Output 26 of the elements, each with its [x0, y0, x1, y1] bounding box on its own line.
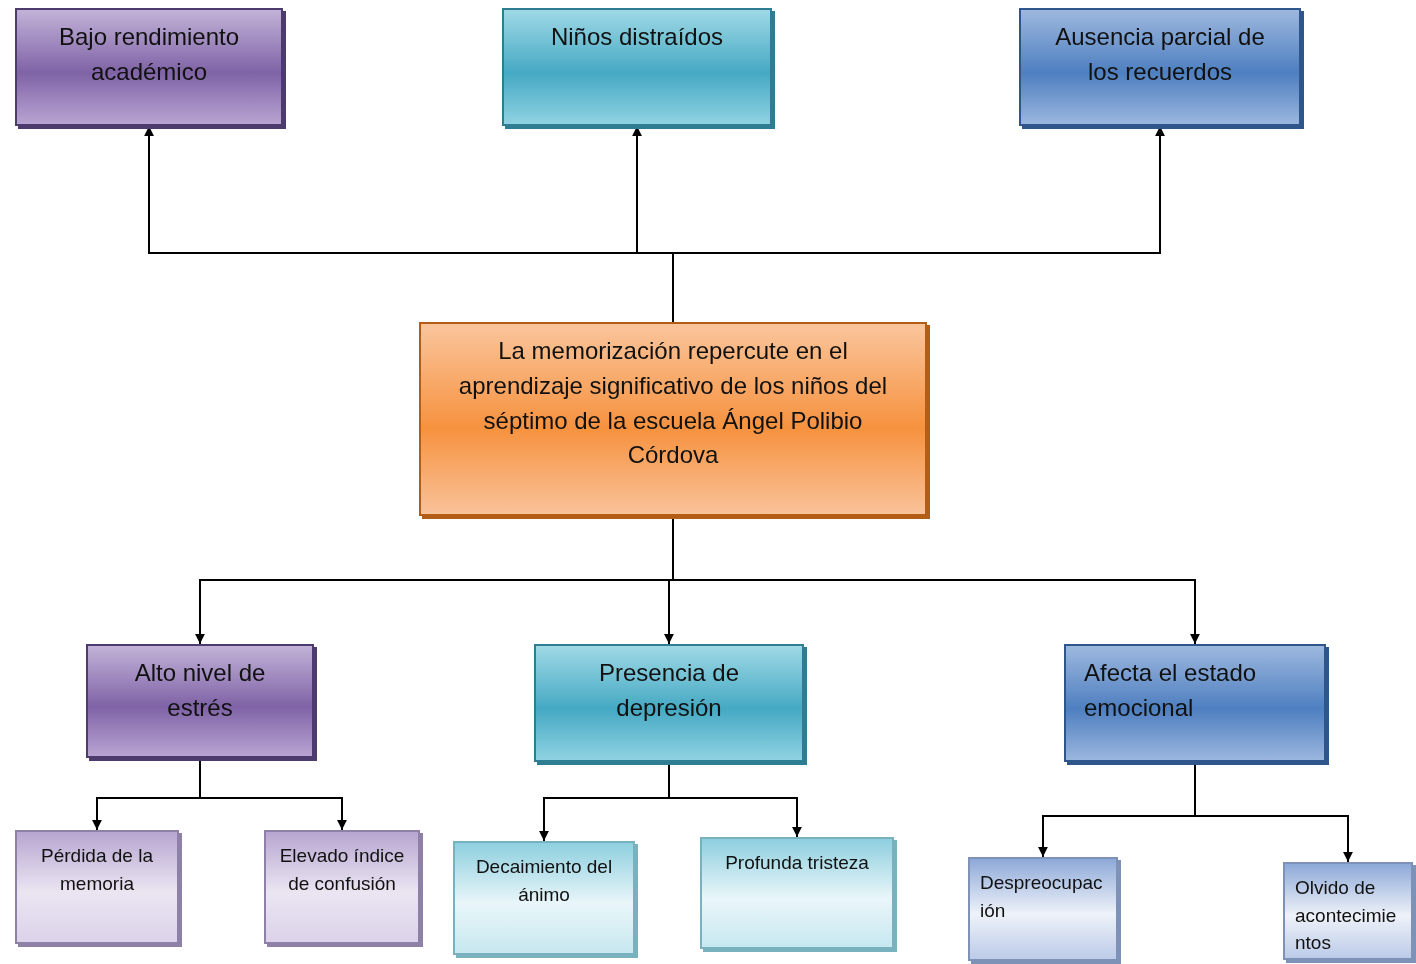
box-label: Profunda tristeza	[724, 851, 870, 875]
box-label: Afecta el estado emocional	[1084, 658, 1258, 723]
concept-box	[419, 322, 927, 516]
concept-box	[15, 830, 179, 944]
concept-box	[502, 8, 772, 126]
concept-box	[1283, 862, 1413, 960]
box-label: La memorización repercute en el aprendizaje significativo de los niños del séptimo de la escuela Ángel Polibio Córdova	[457, 336, 889, 471]
box-label: Pérdida de la memoria	[40, 844, 154, 896]
concept-box	[1064, 644, 1326, 762]
concept-box	[453, 841, 635, 955]
box-label: Alto nivel de estrés	[133, 658, 267, 723]
concept-box	[1019, 8, 1301, 126]
concept-box	[86, 644, 314, 758]
box-label: Despreocupación	[980, 871, 1104, 923]
box-label: Presencia de depresión	[597, 658, 741, 723]
box-label: Olvido de acontecimientos	[1295, 876, 1398, 956]
box-label: Niños distraídos	[549, 22, 725, 52]
concept-box	[264, 830, 420, 944]
box-label: Bajo rendimiento académico	[57, 22, 241, 87]
concept-box	[968, 857, 1118, 961]
box-label: Decaimiento del ánimo	[474, 855, 614, 907]
box-label: Elevado índice de confusión	[278, 844, 406, 896]
concept-box	[15, 8, 283, 126]
box-label: Ausencia parcial de los recuerdos	[1054, 22, 1266, 87]
concept-box	[534, 644, 804, 762]
concept-box	[700, 837, 894, 949]
